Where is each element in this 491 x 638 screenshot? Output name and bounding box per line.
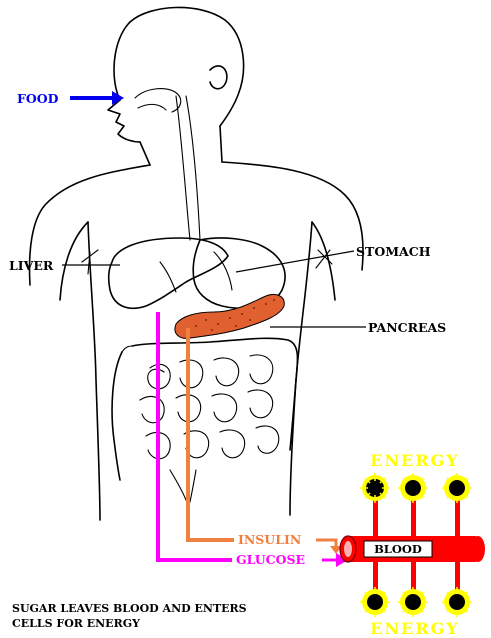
- insulin-label: INSULIN: [238, 532, 301, 547]
- caption-line-1: SUGAR LEAVES BLOOD AND ENTERS: [12, 602, 247, 615]
- cell-icon: [360, 587, 390, 617]
- esophagus: [135, 89, 200, 240]
- energy-top-label: ENERGY: [370, 451, 459, 470]
- cell-icon: [398, 587, 428, 617]
- body-outline: [30, 7, 364, 520]
- liver: [109, 238, 228, 308]
- cell-icon: [442, 587, 472, 617]
- cell-icon: [442, 473, 472, 503]
- pancreas: [175, 294, 284, 338]
- stomach-label: STOMACH: [356, 244, 431, 259]
- cells-top: [360, 473, 472, 503]
- liver-label: LIVER: [9, 258, 54, 273]
- pancreas-label: PANCREAS: [368, 320, 446, 335]
- cell-icon: [360, 473, 390, 503]
- food-label: FOOD: [17, 91, 59, 106]
- glucose-label: GLUCOSE: [236, 552, 305, 567]
- caption-line-2: CELLS FOR ENERGY: [12, 617, 140, 630]
- insulin-path: [188, 328, 342, 554]
- cell-icon: [398, 473, 428, 503]
- blood-label: BLOOD: [374, 542, 422, 556]
- energy-bottom-label: ENERGY: [370, 619, 459, 638]
- intestines: [112, 338, 297, 502]
- cells-bottom: [360, 587, 472, 617]
